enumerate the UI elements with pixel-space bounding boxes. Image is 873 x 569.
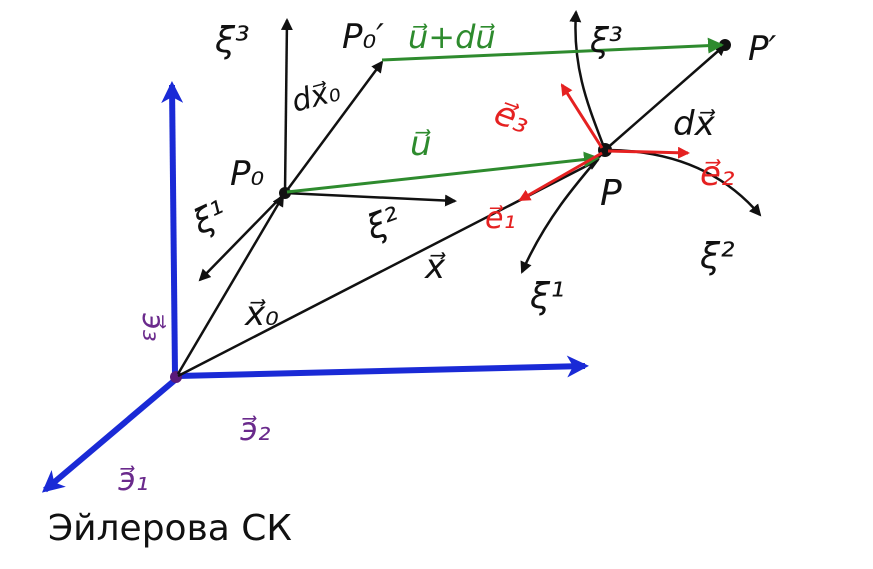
vector-e1 xyxy=(518,151,603,202)
label-xi1-left: ξ¹ xyxy=(186,193,233,243)
basis-vectors-red xyxy=(518,83,690,202)
label-e3: e⃗₃ xyxy=(489,93,535,142)
vector-u xyxy=(286,151,600,194)
vector-dx xyxy=(604,43,727,151)
label-xi3-right: ξ³ xyxy=(589,21,623,61)
label-x-vec: x⃗ xyxy=(424,247,446,287)
origin-point xyxy=(170,371,182,383)
velocity-vectors xyxy=(286,37,724,194)
label-xi3-left: ξ³ xyxy=(214,20,250,61)
xi1-axis-p0 xyxy=(198,192,286,282)
vector-u-plus-du xyxy=(381,37,724,62)
label-dx0: dx⃗₀ xyxy=(288,73,344,119)
label-basis2: э⃗₂ xyxy=(240,410,271,448)
label-basis3: э⃗₃ xyxy=(135,313,170,342)
axis-horizontal xyxy=(177,355,589,379)
label-p-prime: P′ xyxy=(748,29,777,69)
axis-vertical xyxy=(161,81,184,376)
label-dx: dx⃗ xyxy=(673,104,716,144)
label-p: P xyxy=(600,173,622,214)
label-p0: P₀ xyxy=(230,154,265,194)
label-p0-prime: P₀′ xyxy=(342,17,384,57)
vector-e2 xyxy=(607,146,690,159)
vector-dx0 xyxy=(283,60,384,194)
label-e2: e⃗₂ xyxy=(700,154,735,194)
labels: ξ³ P₀′ u⃗+du⃗ ξ³ P′ dx⃗₀ e⃗₃ u⃗ dx⃗ P₀ ξ… xyxy=(118,17,777,498)
xi2-curve-p xyxy=(604,148,762,217)
label-xi2-left: ξ² xyxy=(360,200,406,249)
label-xi2-right: ξ² xyxy=(699,236,735,277)
vector-e3 xyxy=(560,83,604,149)
xi3-axis-p0 xyxy=(280,18,293,194)
xi2-axis-p0 xyxy=(284,191,457,207)
label-xi1-right: ξ¹ xyxy=(529,276,565,317)
axis-diagonal xyxy=(41,377,177,493)
frame-p0 xyxy=(198,18,457,282)
caption: Эйлерова СК xyxy=(48,508,292,549)
label-e1: e⃗₁ xyxy=(485,201,515,236)
point-p0 xyxy=(279,187,291,199)
vector-x0 xyxy=(176,194,285,375)
label-u: u⃗ xyxy=(410,124,432,164)
xi1-curve-p xyxy=(520,149,606,274)
euler-axes xyxy=(41,81,589,493)
label-x0-vec: x⃗₀ xyxy=(244,294,279,334)
label-basis1: э⃗₁ xyxy=(118,460,148,498)
label-u-plus-du: u⃗+du⃗ xyxy=(408,18,496,56)
xi3-curve-p xyxy=(569,10,607,151)
